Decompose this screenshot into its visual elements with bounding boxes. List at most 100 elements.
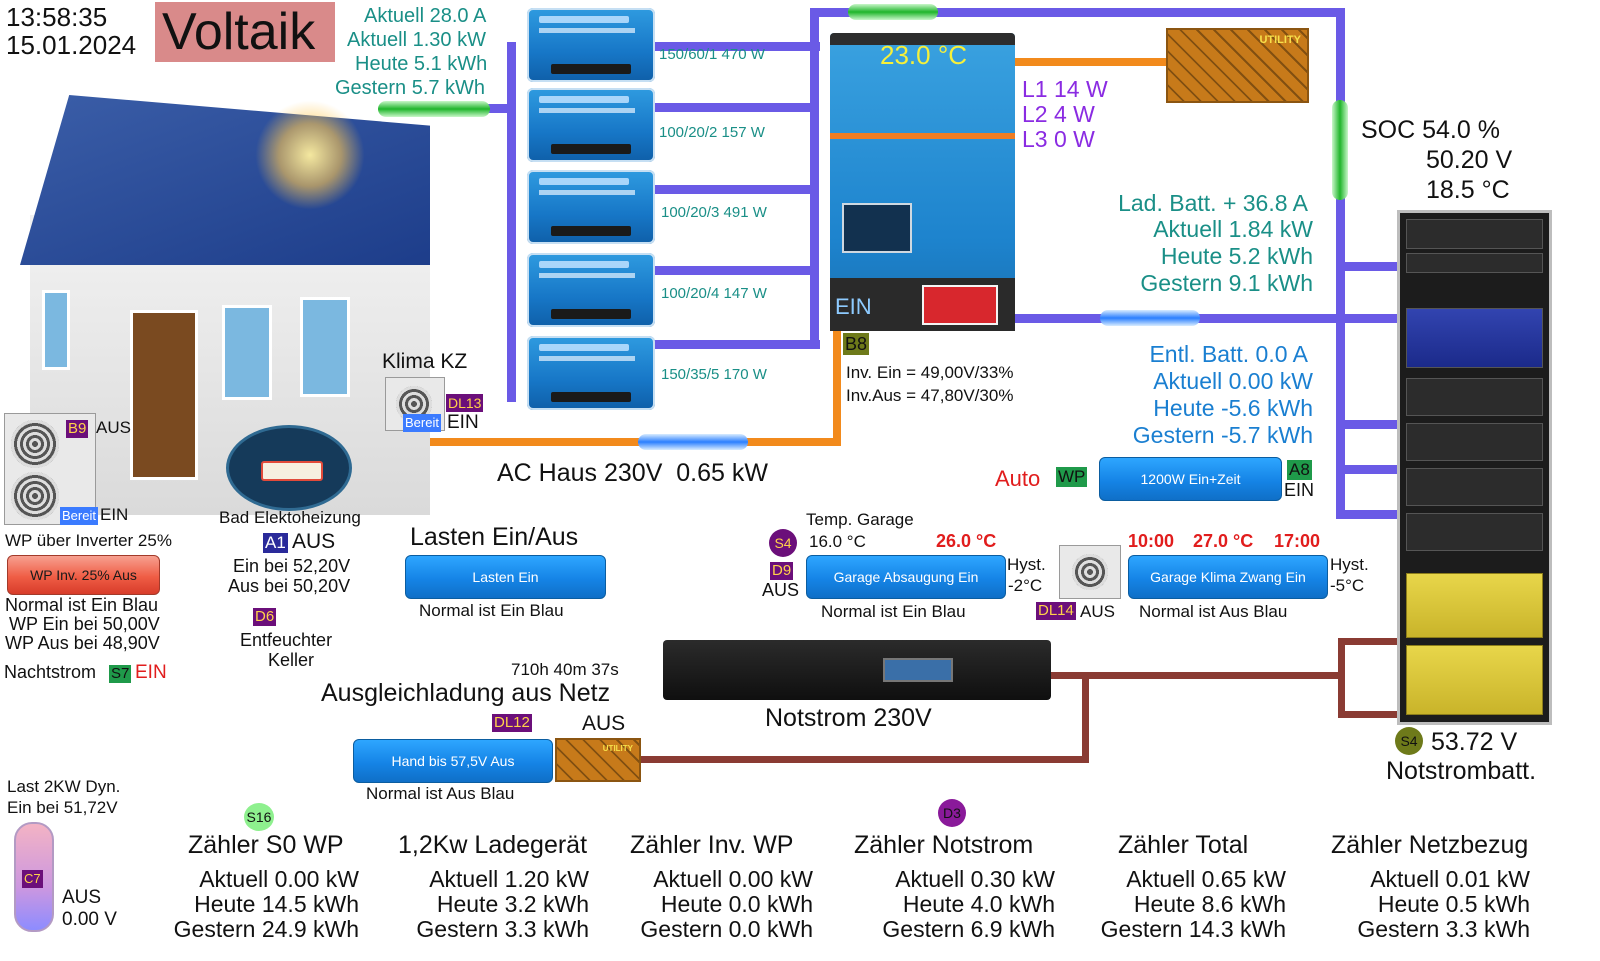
garage-klima-to: 17:00: [1274, 531, 1321, 551]
inverter-battery-line: [1015, 314, 1398, 323]
notstrom-line-1: [1050, 672, 1340, 679]
app-title: [155, 2, 335, 62]
inverter-on-threshold: Inv. Ein = 49,00V/33%: [846, 363, 1014, 382]
notstrom-line-2: [1338, 638, 1345, 718]
pv-today: Heute 5.1 kWh: [355, 53, 488, 75]
garage-klima-hyst-value: -5°C: [1330, 576, 1365, 595]
phase-l1: L1 14 W: [1022, 76, 1108, 102]
counter-s16-badge[interactable]: S16: [244, 803, 274, 831]
ausgleich-line-v: [1082, 676, 1089, 762]
pv-line-mppt5: [650, 340, 820, 349]
phase-l3: L3 0 W: [1022, 126, 1095, 152]
nachtstrom-s7-badge[interactable]: S7: [109, 665, 132, 683]
mppt-3-label: 100/20/3 491 W: [661, 204, 767, 221]
wp-state: EIN: [100, 505, 129, 524]
wp-on-threshold: WP Ein bei 50,00V: [9, 614, 160, 634]
garage-klima-set-temp: 27.0 °C: [1193, 531, 1254, 551]
ausgleich-runtime: 710h 40m 37s: [511, 660, 619, 679]
mppt-3: [527, 170, 655, 244]
heater-off-threshold: Aus bei 50,20V: [228, 576, 351, 596]
ausgleich-button[interactable]: Hand bis 57,5V Aus: [353, 739, 553, 783]
wp-bereit: Bereit: [60, 507, 98, 525]
sun-glow: [255, 100, 365, 210]
pv-bus-right: [810, 8, 819, 348]
counter-5-current: Aktuell 0.01 kW: [1370, 866, 1530, 892]
counter-d3-badge[interactable]: D3: [938, 799, 966, 827]
klima-dl13-badge[interactable]: DL13: [446, 394, 484, 412]
ausgleich-dl12-badge[interactable]: DL12: [492, 714, 532, 732]
counter-3-yesterday: Gestern 6.9 kWh: [882, 916, 1055, 942]
pv-line-mppt3: [650, 185, 815, 194]
mppt-4-label: 100/20/4 147 W: [661, 285, 767, 302]
inverter-badge-b8[interactable]: B8: [843, 333, 870, 355]
house-window-1: [222, 305, 272, 400]
garage-klima-dl14-badge[interactable]: DL14: [1036, 602, 1076, 620]
charge-current: Lad. Batt. + 36.8 A: [1118, 190, 1308, 216]
garage-exhaust-button[interactable]: Garage Absaugung Ein: [806, 555, 1006, 599]
heater-a1-badge[interactable]: A1: [263, 533, 288, 553]
inverter: [830, 33, 1015, 331]
wp-b9-badge[interactable]: B9: [66, 420, 89, 438]
garage-note: Normal ist Ein Blau: [821, 602, 966, 621]
mppt-1: [527, 8, 655, 82]
inverter-temp: 23.0 °C: [880, 40, 968, 70]
garage-temp-value: 16.0 °C: [809, 532, 866, 551]
clock-date: 15.01.2024: [6, 30, 137, 60]
mppt-4: [527, 253, 655, 327]
dehumidifier-label-2: Keller: [268, 650, 315, 670]
garage-temp-label: Temp. Garage: [806, 510, 914, 529]
garage-hyst-value: -2°C: [1008, 576, 1043, 595]
garage-klima-dl14-state: AUS: [1080, 602, 1115, 621]
counter-1-title: 1,2Kw Ladegerät: [398, 831, 588, 859]
counter-0-yesterday: Gestern 24.9 kWh: [173, 916, 359, 942]
ac-house-label: AC Haus 230V 0.65 kW: [497, 459, 768, 487]
discharge-today: Heute -5.6 kWh: [1153, 395, 1313, 421]
top-line: [810, 8, 1345, 17]
notstrom-line-3: [1338, 638, 1398, 645]
boiler-c7-badge[interactable]: C7: [22, 870, 43, 888]
charger-button[interactable]: 1200W Ein+Zeit: [1099, 457, 1282, 501]
discharge-power: Aktuell 0.00 kW: [1153, 368, 1313, 394]
charger-a8-state: EIN: [1284, 480, 1315, 500]
counter-4-title: Zähler Total: [1118, 831, 1249, 859]
garage-s4-badge[interactable]: S4: [769, 529, 797, 557]
charger-a8-badge[interactable]: A8: [1287, 460, 1312, 480]
charger-wp-badge[interactable]: WP: [1056, 467, 1088, 487]
counter-5-title: Zähler Netzbezug: [1331, 831, 1529, 859]
pv-to-inverter-line: [650, 103, 815, 112]
app-title-text: Voltaik: [162, 3, 316, 61]
counter-4-yesterday: Gestern 14.3 kWh: [1100, 916, 1286, 942]
boiler-state: AUS: [62, 887, 102, 908]
inverter-off-threshold: Inv.Aus = 47,80V/30%: [846, 386, 1014, 405]
notstrom-s4-badge[interactable]: S4: [1395, 727, 1423, 755]
pv-current: Aktuell 28.0 A: [364, 5, 487, 27]
battery-link-3: [1336, 420, 1398, 429]
counter-5-today: Heute 0.5 kWh: [1377, 891, 1530, 917]
clock-time: 13:58:35: [6, 2, 108, 32]
garage-d9-badge[interactable]: D9: [770, 562, 794, 580]
battery-link-1: [1336, 262, 1398, 271]
counter-3-current: Aktuell 0.30 kW: [895, 866, 1055, 892]
counter-2-current: Aktuell 0.00 kW: [653, 866, 813, 892]
mppt-5-label: 150/35/5 170 W: [661, 366, 767, 383]
garage-hyst-label: Hyst.: [1007, 555, 1046, 574]
garage-set-temp: 26.0 °C: [936, 531, 997, 551]
battery-temp: 18.5 °C: [1426, 176, 1510, 204]
garage-klima-button[interactable]: Garage Klima Zwang Ein: [1128, 555, 1328, 599]
wp-inverter-button[interactable]: WP Inv. 25% Aus: [7, 555, 160, 595]
inverter-status[interactable]: EIN: [835, 294, 872, 319]
counter-1-current: Aktuell 1.20 kW: [429, 866, 589, 892]
heater-a1-state: AUS: [292, 530, 336, 553]
klima-state: EIN: [447, 412, 479, 433]
pv-flow-arrow: [378, 101, 490, 117]
klima-bereit: Bereit: [403, 414, 441, 432]
discharge-yesterday: Gestern -5.7 kWh: [1132, 422, 1313, 448]
mppt-2: [527, 88, 655, 162]
dehumidifier-d6-badge[interactable]: D6: [253, 608, 277, 626]
charge-today: Heute 5.2 kWh: [1160, 243, 1313, 269]
mppt-5: [527, 336, 655, 410]
lasten-button[interactable]: Lasten Ein: [405, 555, 606, 599]
battery-soc: SOC 54.0 %: [1361, 116, 1500, 144]
klima-label: Klima KZ: [382, 350, 468, 373]
pv-line-mppt4: [650, 266, 815, 275]
